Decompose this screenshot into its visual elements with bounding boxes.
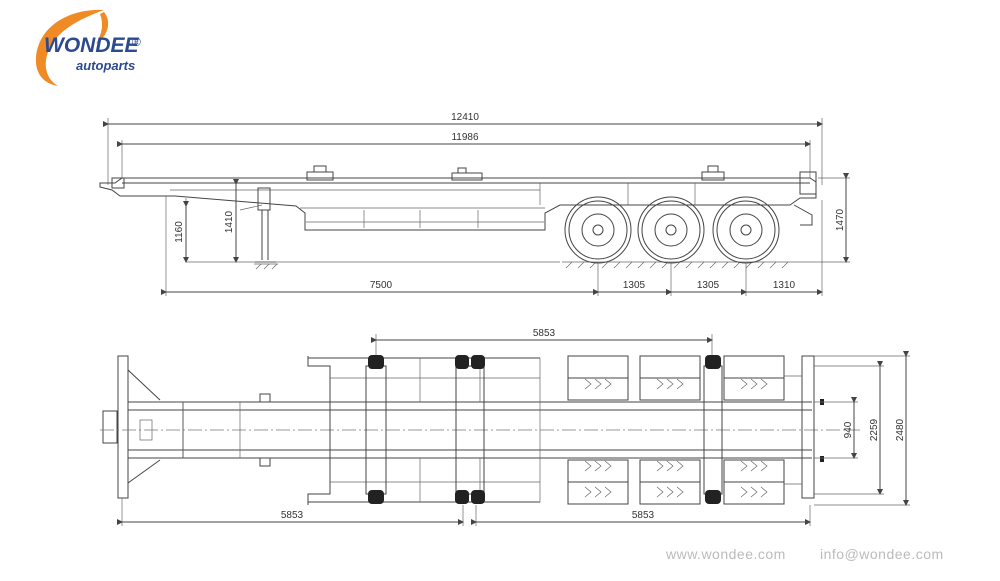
dim-axle-spacing-2: 1305 [697, 280, 720, 291]
dim-landing-gear-height: 1160 [174, 221, 185, 243]
twistlock-icon [455, 355, 469, 369]
footer-email[interactable]: info@wondee.com [820, 546, 944, 562]
ground-hatch [254, 261, 790, 270]
logo-swoosh-icon [35, 9, 105, 86]
crossbeam-3 [703, 355, 723, 504]
dim-rear-overhang: 1310 [773, 280, 796, 291]
logo-brand-name: WONDEE [44, 34, 139, 57]
logo-registered-mark: ® [132, 35, 141, 49]
side-view: 12410 11986 [99, 112, 850, 296]
dim-kingpin-to-axle: 7500 [370, 280, 393, 291]
wheel-2 [637, 196, 705, 264]
dim-fifth-wheel-height: 1410 [224, 210, 235, 233]
wheel-3 [712, 196, 780, 264]
dim-axle-spacing-1: 1305 [623, 280, 646, 291]
brand-logo: WONDEE ® autoparts [35, 9, 141, 86]
dim-frame-length: 11986 [451, 132, 479, 143]
logo-brand-sub: autoparts [76, 58, 135, 73]
dim-rear-span: 5853 [632, 510, 655, 521]
twistlock-icon [705, 490, 721, 504]
dim-front-span: 5853 [281, 510, 304, 521]
twistlock-icon [455, 490, 469, 504]
dim-rear-height: 1470 [835, 208, 846, 231]
dim-inner-width: 940 [843, 421, 854, 438]
twistlock-icon [368, 490, 384, 504]
dim-overall-length: 12410 [451, 112, 479, 123]
twistlock-icon [368, 355, 384, 369]
footer: www.wondee.com info@wondee.com [665, 546, 944, 562]
twistlock-icon [705, 355, 721, 369]
top-view: 5853 [100, 328, 910, 526]
twistlock-icon [471, 355, 485, 369]
tire-treads [567, 355, 785, 505]
twistlock-icon [471, 490, 485, 504]
wheel-1 [564, 196, 632, 264]
crossbeam-2 [455, 355, 485, 504]
crossbeam-1 [365, 355, 387, 504]
dim-overall-width: 2480 [895, 418, 906, 441]
logo-swoosh-tail-icon [96, 12, 109, 44]
dim-twistlock-span-top: 5853 [533, 328, 556, 339]
footer-website[interactable]: www.wondee.com [665, 546, 786, 562]
dim-frame-width: 2259 [869, 418, 880, 441]
